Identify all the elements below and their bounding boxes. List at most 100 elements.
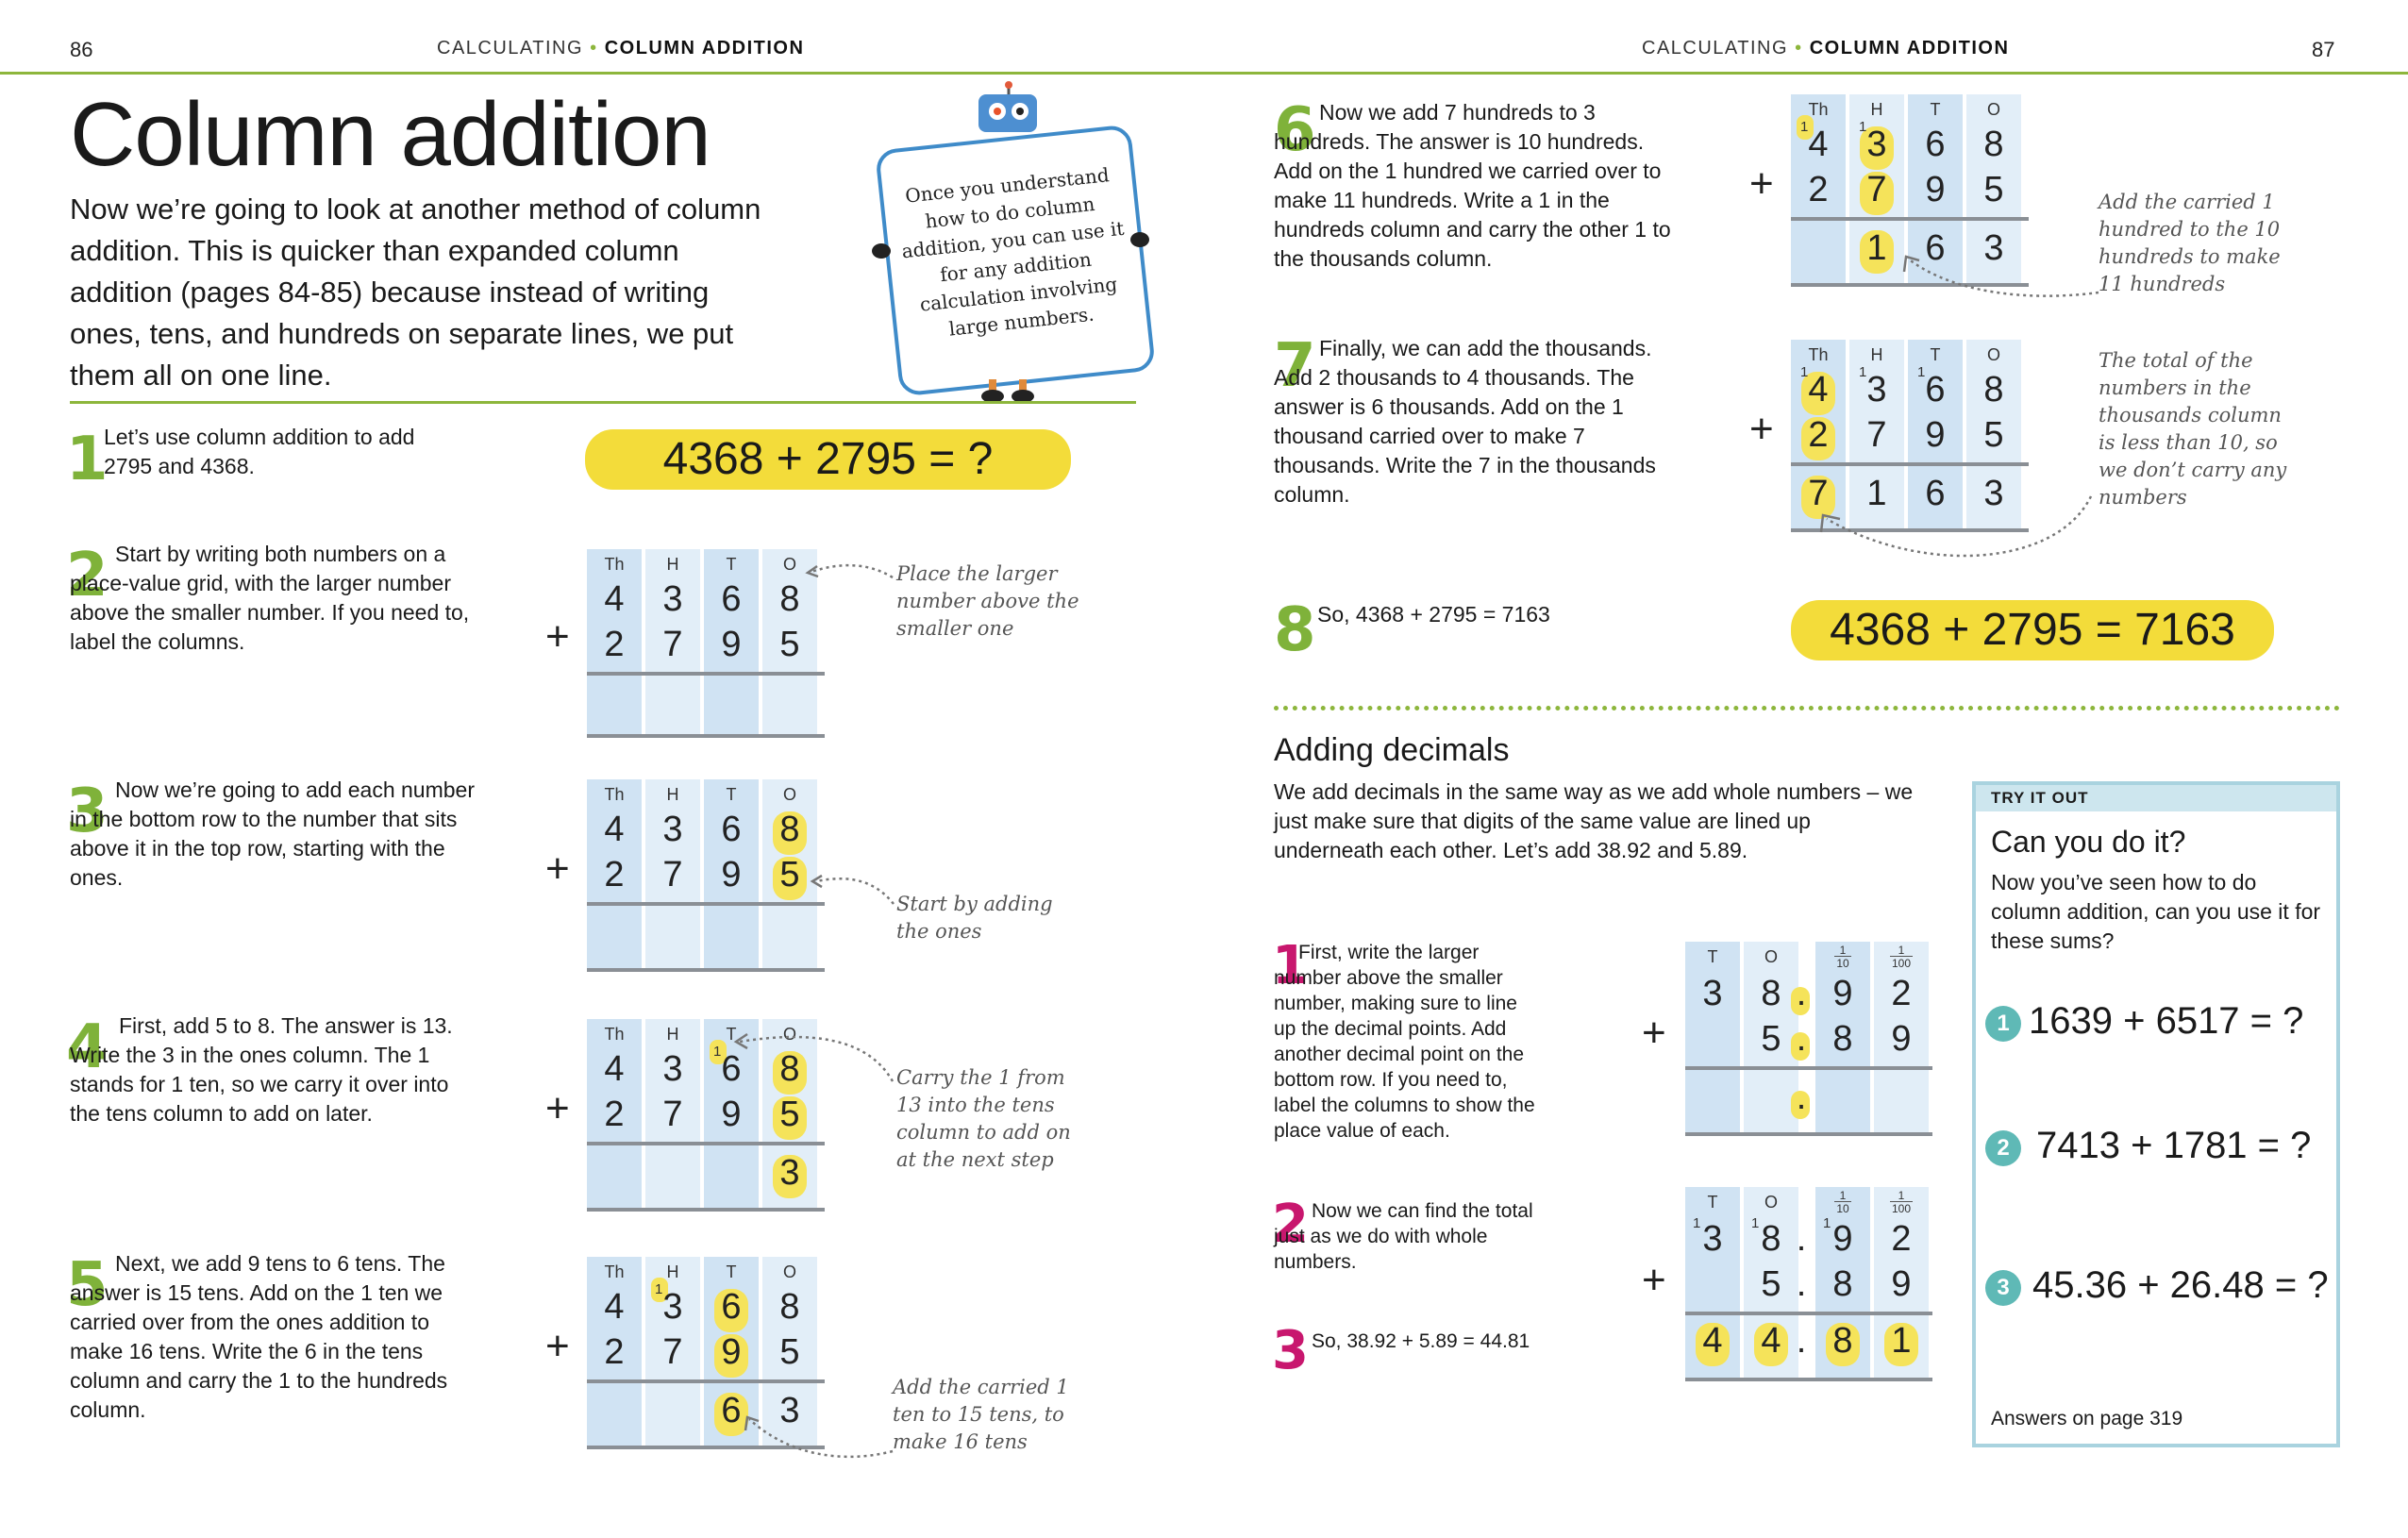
plus-sign: + (1749, 406, 1774, 452)
question-2-sum: 7413 + 1781 = ? (2036, 1125, 2312, 1166)
carry-digit: 1 (655, 1281, 663, 1297)
result-digit: 3 (779, 1153, 800, 1193)
digit: 5 (1761, 1019, 1781, 1059)
step-7-text: Finally, we can add the thousands. Add 2… (1274, 336, 1656, 507)
digit: 6 (721, 810, 742, 849)
try-it-out-title: Can you do it? (1991, 825, 2186, 859)
digit: 2 (604, 1095, 625, 1134)
result-digit: 3 (1983, 228, 2004, 268)
step-4-note: Carry the 1 from 13 into the tens column… (896, 1066, 1071, 1171)
decimal-step-3-text: So, 38.92 + 5.89 = 44.81 (1312, 1330, 1530, 1352)
digit: 3 (1866, 125, 1887, 164)
page-title: Column addition (70, 84, 711, 185)
carry-digit: 1 (713, 1044, 722, 1060)
arrow-icon (744, 1415, 894, 1459)
digit: 7 (662, 1332, 683, 1372)
right-running-header: CALCULATING • COLUMN ADDITION (1642, 38, 2009, 59)
header-thousands: Th (604, 785, 625, 804)
problem-pill: 4368 + 2795 = ? (585, 429, 1071, 490)
step-5-number: 5 (66, 1250, 109, 1320)
plus-sign: + (545, 1323, 570, 1369)
header-ones: O (782, 1025, 796, 1044)
header-ones: O (782, 1262, 796, 1281)
digit: 9 (1891, 1264, 1912, 1304)
step-3-note: Start by adding the ones (896, 893, 1053, 943)
result-digit: 7 (1808, 474, 1829, 513)
answers-reference: Answers on page 319 (1991, 1408, 2183, 1429)
place-value-grid-step2: Th H T O 4 3 6 8 2 7 9 5 (587, 549, 825, 738)
place-value-grid-step6: Th H T O 1 1 4 3 6 8 2 7 9 5 1 6 3 (1791, 94, 2029, 287)
carry-digit: 1 (1693, 1215, 1701, 1231)
digit: 5 (779, 855, 800, 894)
arrow-icon (1819, 495, 2093, 558)
step-3-text: Now we’re going to add each number in th… (70, 777, 476, 890)
digit: 8 (779, 1287, 800, 1327)
plus-sign: + (545, 1085, 570, 1131)
robot-body-icon (872, 232, 1149, 403)
decimal-step-1-number: 1 (1272, 935, 1309, 996)
digit: 8 (1761, 974, 1781, 1013)
decimal-point: . (1796, 1321, 1807, 1361)
decimal-point: . (1796, 1219, 1807, 1259)
digit: 3 (662, 810, 683, 849)
step-2-note: Place the larger number above the smalle… (896, 562, 1079, 640)
header-hundreds: H (666, 1025, 679, 1044)
digit: 9 (721, 1095, 742, 1134)
header-hundreds: H (666, 1262, 679, 1281)
header-hundreds: H (666, 785, 679, 804)
digit: 9 (721, 855, 742, 894)
arrow-icon (733, 1032, 895, 1082)
decimal-step-2-number: 2 (1272, 1194, 1309, 1255)
carry-digit: 1 (1800, 364, 1809, 380)
digit: 5 (779, 625, 800, 664)
digit: 2 (604, 625, 625, 664)
digit: 7 (662, 1095, 683, 1134)
header-tens: T (1707, 947, 1718, 966)
robot-head-icon (978, 81, 1037, 132)
header-ones: O (782, 785, 796, 804)
step-8-number: 8 (1274, 595, 1316, 665)
result-digit: 4 (1702, 1321, 1723, 1361)
digit: 8 (1983, 370, 2004, 410)
header-tens: T (726, 1262, 737, 1281)
step-7-note: The total of the numbers in the thousand… (2099, 349, 2287, 509)
place-value-grid-step3: Th H T O 4 3 6 8 2 7 9 5 (587, 779, 825, 972)
place-value-grid-step5: Th H T O 1 4 3 6 8 2 7 9 5 6 3 (587, 1257, 825, 1449)
left-page-number: 86 (70, 38, 93, 61)
digit: 3 (662, 1287, 683, 1327)
header-thousands: Th (1808, 100, 1829, 119)
digit: 4 (604, 1287, 625, 1327)
digit: 9 (1925, 170, 1946, 209)
digit: 6 (1925, 125, 1946, 164)
decimal-point: . (1796, 1264, 1807, 1304)
header-tens: T (1707, 1193, 1718, 1212)
header-tens: T (1930, 345, 1941, 364)
result-digit: 6 (721, 1391, 742, 1430)
header-section: CALCULATING (1642, 38, 1789, 59)
digit: 9 (1925, 415, 1946, 455)
carry-digit: 1 (1823, 1215, 1831, 1231)
step-6-note: Add the carried 1 hundred to the 10 hund… (2099, 191, 2281, 295)
header-tens: T (726, 555, 737, 574)
left-running-header: CALCULATING • COLUMN ADDITION (437, 38, 804, 59)
step-1-number: 1 (66, 425, 109, 494)
step-7-number: 7 (1274, 331, 1316, 401)
header-separator: • (1795, 38, 1803, 59)
result-digit: 6 (1925, 228, 1946, 268)
decimal-point: . (1796, 1019, 1807, 1059)
decimal-point: . (1796, 974, 1807, 1013)
header-hundreds: H (666, 555, 679, 574)
header-ones: O (1986, 100, 2000, 119)
header-hundreds: H (1870, 345, 1883, 364)
plus-sign: + (545, 613, 570, 660)
fraction-numerator: 1 (1839, 944, 1847, 957)
header-topic: COLUMN ADDITION (604, 38, 805, 59)
digit: 9 (1832, 974, 1853, 1013)
header-section: CALCULATING (437, 38, 584, 59)
digit: 8 (1983, 125, 2004, 164)
header-hundreds: H (1870, 100, 1883, 119)
